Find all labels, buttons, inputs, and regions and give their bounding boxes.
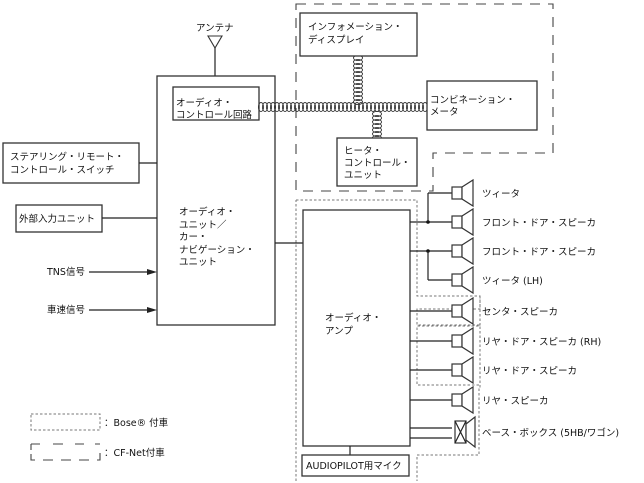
speaker-icon: ツィータ bbox=[451, 178, 520, 208]
audiopilot-mic-box bbox=[301, 454, 410, 477]
arrow-icon bbox=[147, 269, 157, 275]
legend-cfnet-swatch bbox=[30, 444, 101, 461]
audio-amp-box bbox=[302, 209, 411, 447]
speaker-label: ツィータ bbox=[482, 189, 520, 200]
cfnet-region bbox=[295, 3, 554, 192]
speaker-label: センタ・スピーカ bbox=[482, 307, 558, 318]
antenna-label: アンテナ bbox=[196, 23, 234, 34]
svg-text:ヒータ・ コントロール・ ユニット: ヒータ・ コントロール・ ユニット bbox=[344, 146, 414, 181]
speaker-label: リヤ・ドア・スピーカ bbox=[482, 366, 577, 377]
svg-text:オーディオ・ コントロール回路: オーディオ・ コントロール回路 bbox=[176, 97, 253, 121]
audio-unit-label: オーディオ・ ユニット／ カー・ ナビゲーション・ ユニット bbox=[179, 206, 258, 268]
legend-bose-swatch bbox=[30, 413, 101, 431]
tns-signal-label: TNS信号 bbox=[46, 266, 85, 278]
speed-signal-label: 車速信号 bbox=[47, 304, 85, 316]
speaker-label: リヤ・ドア・スピーカ (RH) bbox=[482, 337, 601, 348]
audio-control-circuit-box bbox=[172, 86, 260, 121]
can-bus-coil bbox=[257, 54, 429, 142]
speaker-icon: リヤ・ドア・スピーカ bbox=[451, 355, 577, 385]
svg-text:インフォメーション・ ディスプレイ: インフォメーション・ ディスプレイ bbox=[308, 22, 406, 46]
speaker-label: フロント・ドア・スピーカ bbox=[482, 247, 596, 258]
speaker-label: ベース・ボックス (5HB/ワゴン) bbox=[482, 427, 619, 439]
svg-text:オーディオ・ アンプ: オーディオ・ アンプ bbox=[325, 312, 384, 337]
external-input-box bbox=[15, 204, 103, 233]
legend-cfnet-label: ：CF-Net付車 bbox=[104, 447, 165, 459]
combination-meter-box bbox=[426, 80, 538, 131]
speaker-icon: ベース・ボックス (5HB/ワゴン) bbox=[454, 415, 619, 449]
speaker-icon: リヤ・ドア・スピーカ (RH) bbox=[451, 326, 601, 356]
speaker-label: リヤ・スピーカ bbox=[482, 396, 549, 407]
heater-control-box bbox=[336, 137, 418, 187]
speaker-icon: フロント・ドア・スピーカ bbox=[451, 207, 596, 237]
speaker-icon: ツィータ (LH) bbox=[451, 265, 543, 295]
antenna-icon bbox=[207, 35, 223, 50]
steering-switch-box bbox=[2, 142, 140, 184]
speaker-label: ツィータ (LH) bbox=[482, 276, 543, 287]
speaker-icon: センタ・スピーカ bbox=[451, 296, 558, 326]
svg-text:コンビネーション・ メータ: コンビネーション・ メータ bbox=[430, 95, 518, 118]
svg-text:ステアリング・リモート・ コントロール・スイッチ: ステアリング・リモート・ コントロール・スイッチ bbox=[10, 151, 127, 176]
arrow-icon bbox=[147, 307, 157, 313]
speaker-icon: フロント・ドア・スピーカ bbox=[451, 236, 596, 266]
svg-text:AUDIOPILOT用マイク: AUDIOPILOT用マイク bbox=[306, 461, 402, 472]
legend-bose-label: ：Bose® 付車 bbox=[104, 417, 169, 429]
info-display-box bbox=[299, 12, 418, 57]
bose-region bbox=[295, 199, 481, 481]
speaker-label: フロント・ドア・スピーカ bbox=[482, 218, 596, 229]
speaker-icon: リヤ・スピーカ bbox=[451, 385, 549, 415]
svg-text:外部入力ユニット: 外部入力ユニット bbox=[19, 213, 95, 225]
